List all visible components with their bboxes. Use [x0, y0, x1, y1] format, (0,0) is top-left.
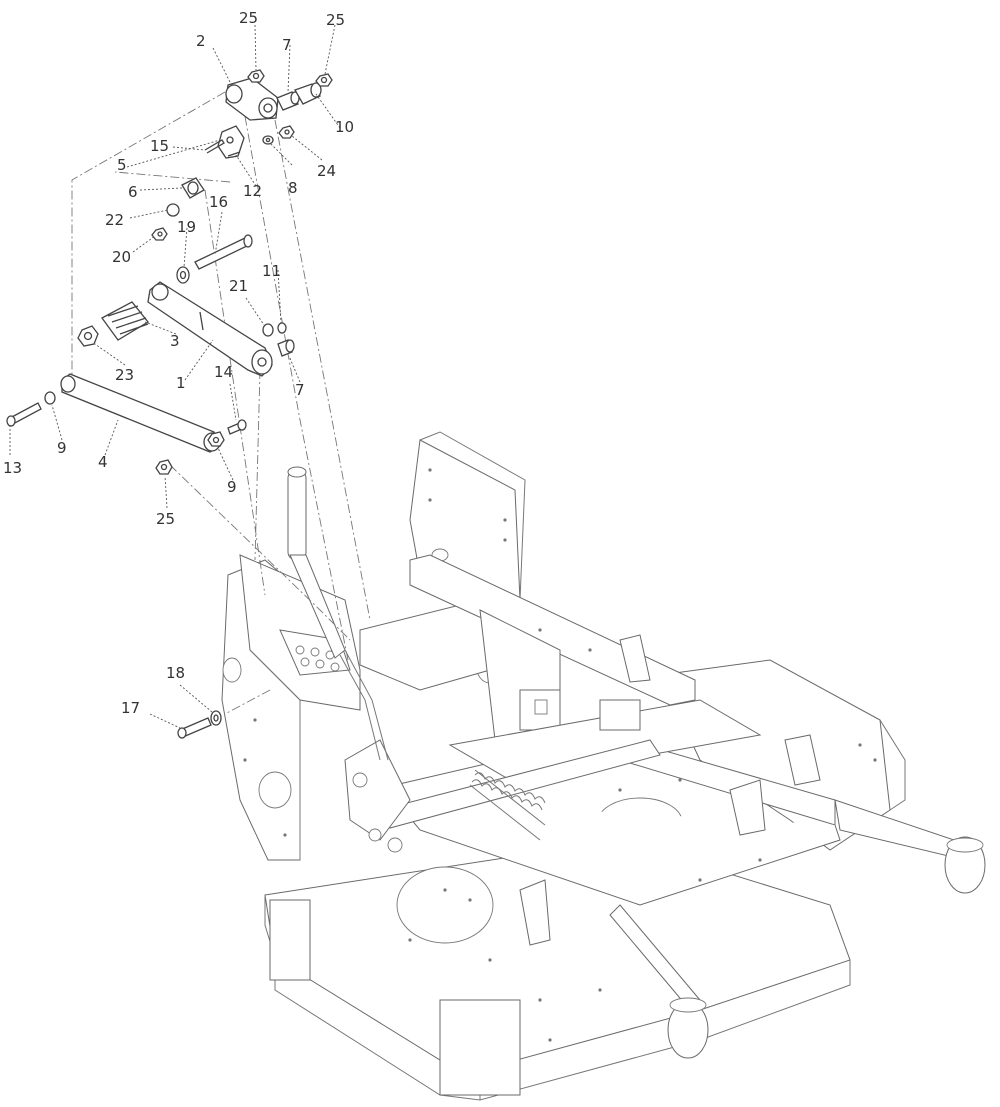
part-15-cotter-pin	[204, 139, 225, 154]
callout-12: 12	[243, 182, 262, 200]
part-10-rod-end	[294, 82, 322, 105]
part-3-spring	[101, 301, 149, 341]
callout-17: 17	[121, 699, 140, 717]
callout-4: 4	[98, 453, 108, 471]
callout-24: 24	[317, 162, 336, 180]
part-6-rod-end	[181, 177, 205, 199]
part-21-bushing	[262, 323, 274, 337]
part-7-bushing-lower	[277, 339, 295, 357]
part-25-nut-lower	[155, 459, 173, 475]
part-16-bolt	[194, 234, 253, 270]
right-front-arm	[834, 799, 966, 861]
callout-16: 16	[209, 193, 228, 211]
callout-21: 21	[229, 277, 248, 295]
part-12-pin	[227, 151, 241, 157]
part-25-nut-upper-right	[315, 73, 333, 87]
part-23-nut	[77, 325, 99, 347]
callout-1: 1	[176, 374, 186, 392]
frame-fastener-holes	[243, 468, 877, 1042]
callout-9: 9	[57, 439, 67, 457]
part-17-bolt	[177, 717, 212, 739]
part-14-bolt	[227, 419, 247, 435]
part-19-washer	[176, 266, 190, 284]
callout-20: 20	[112, 248, 131, 266]
callout-11: 11	[262, 262, 281, 280]
callout-labels: 2 25 7 25 10 15 5 24 8 12 6 16 22 19 20 …	[3, 9, 354, 717]
callout-22: 22	[105, 211, 124, 229]
callout-25: 25	[156, 510, 175, 528]
callout-7: 7	[295, 381, 305, 399]
callout-leader-lines	[9, 24, 341, 729]
callout-18: 18	[166, 664, 185, 682]
callout-14: 14	[214, 363, 233, 381]
part-8-washer	[262, 135, 274, 145]
deck-blade-opening-left	[396, 866, 494, 944]
part-24-nut	[278, 125, 295, 139]
part-9-washer-right	[207, 431, 225, 447]
callout-23: 23	[115, 366, 134, 384]
callout-13: 13	[3, 459, 22, 477]
callout-5: 5	[117, 156, 127, 174]
part-9-washer-left	[44, 391, 56, 405]
exploded-parts	[6, 69, 333, 739]
part-2-pivot-arm	[225, 77, 279, 121]
deck-lift-spring	[469, 769, 546, 841]
part-1-lift-arm	[147, 281, 273, 377]
callout-10: 10	[335, 118, 354, 136]
part-5-clevis	[217, 125, 245, 159]
part-13-bolt	[6, 402, 42, 427]
part-4-link-bar	[60, 373, 221, 453]
callout-3: 3	[170, 332, 180, 350]
callout-8: 8	[288, 179, 298, 197]
part-22-washer	[166, 203, 180, 217]
part-20-nut	[151, 227, 168, 241]
mower-frame-assembly	[221, 431, 986, 1101]
callout-15: 15	[150, 137, 169, 155]
part-18-washer	[210, 710, 222, 726]
callout-2: 2	[196, 32, 206, 50]
part-25-nut-upper-left	[247, 69, 265, 83]
callout-19: 19	[177, 218, 196, 236]
callout-6: 6	[128, 183, 138, 201]
part-11-washer	[277, 322, 287, 334]
part-7-bushing-upper	[276, 91, 300, 111]
deck-lift-lever	[287, 466, 389, 761]
callout-7: 7	[282, 36, 292, 54]
callout-25: 25	[239, 9, 258, 27]
callout-9: 9	[227, 478, 237, 496]
callout-25: 25	[326, 11, 345, 29]
